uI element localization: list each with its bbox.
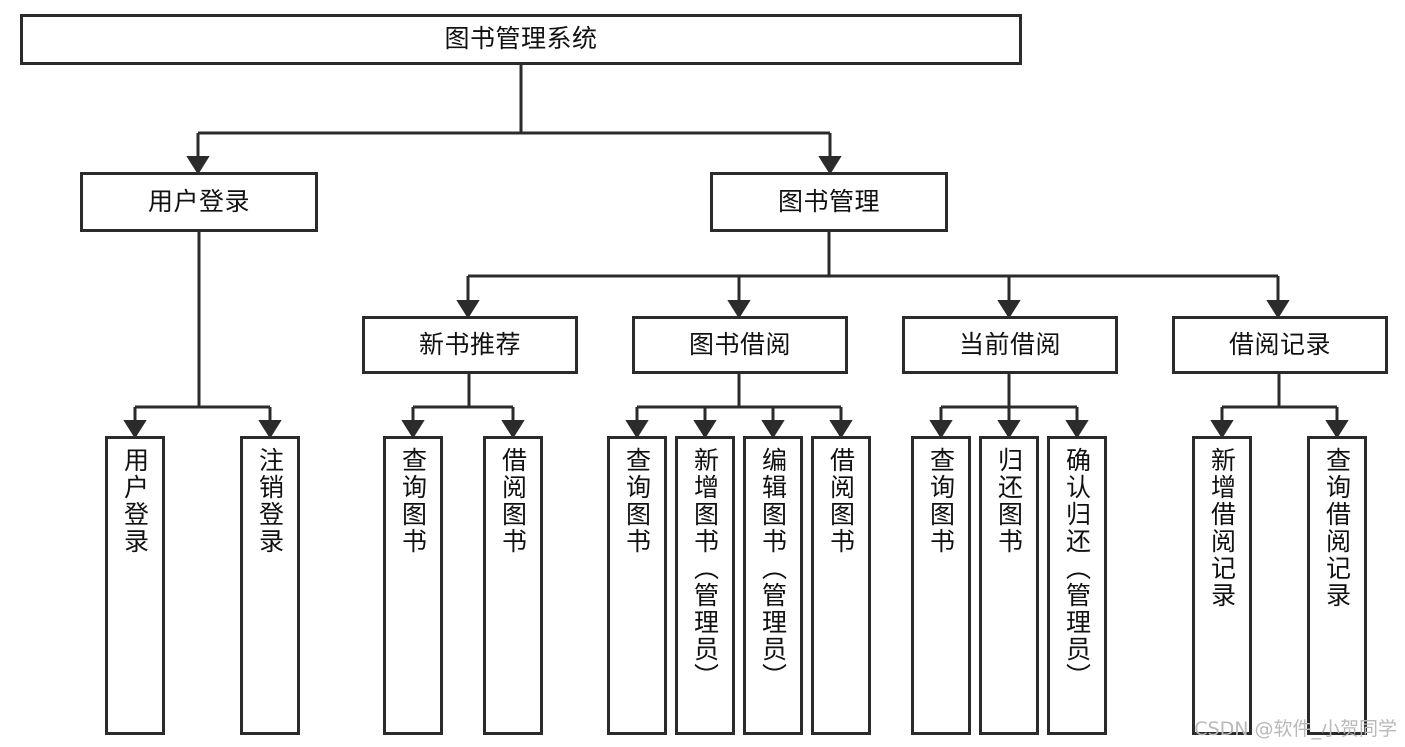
- node-leaf-confirm-return-label: 确认归还（管理员）: [1062, 447, 1092, 690]
- node-leaf-add-book[interactable]: 新增图书（管理员）: [675, 436, 735, 735]
- node-leaf-query-record-label: 查询借阅记录: [1322, 447, 1352, 609]
- node-leaf-add-record[interactable]: 新增借阅记录: [1192, 436, 1252, 735]
- node-current-borrow[interactable]: 当前借阅: [902, 316, 1118, 374]
- node-leaf-query-book-1[interactable]: 查询图书: [383, 436, 443, 735]
- node-book-manage-label: 图书管理: [777, 186, 880, 216]
- node-leaf-add-record-label: 新增借阅记录: [1207, 447, 1237, 609]
- node-leaf-return-book[interactable]: 归还图书: [979, 436, 1039, 735]
- node-leaf-user-logout[interactable]: 注销登录: [240, 436, 300, 735]
- node-leaf-edit-book[interactable]: 编辑图书（管理员）: [743, 436, 803, 735]
- node-root-label: 图书管理系统: [444, 24, 598, 54]
- node-leaf-query-book-3[interactable]: 查询图书: [911, 436, 971, 735]
- watermark-text: CSDN @软件_小贺同学: [1194, 718, 1397, 740]
- node-leaf-user-login-label: 用户登录: [120, 447, 150, 555]
- node-leaf-user-login[interactable]: 用户登录: [105, 436, 165, 735]
- node-leaf-borrow-book-2[interactable]: 借阅图书: [811, 436, 871, 735]
- node-book-borrow[interactable]: 图书借阅: [632, 316, 848, 374]
- node-user-login-label: 用户登录: [147, 186, 250, 216]
- node-leaf-borrow-book-1-label: 借阅图书: [498, 447, 528, 555]
- node-leaf-edit-book-label: 编辑图书（管理员）: [758, 447, 788, 690]
- node-leaf-query-book-1-label: 查询图书: [398, 447, 428, 555]
- node-leaf-borrow-book-1[interactable]: 借阅图书: [483, 436, 543, 735]
- node-leaf-query-book-2[interactable]: 查询图书: [607, 436, 667, 735]
- node-new-book-rec-label: 新书推荐: [418, 329, 521, 359]
- node-new-book-rec[interactable]: 新书推荐: [362, 316, 578, 374]
- node-leaf-user-logout-label: 注销登录: [255, 447, 285, 555]
- node-book-borrow-label: 图书借阅: [688, 329, 791, 359]
- node-leaf-borrow-book-2-label: 借阅图书: [826, 447, 856, 555]
- node-leaf-return-book-label: 归还图书: [994, 447, 1024, 555]
- node-leaf-query-record[interactable]: 查询借阅记录: [1307, 436, 1367, 735]
- node-leaf-query-book-3-label: 查询图书: [926, 447, 956, 555]
- node-book-manage[interactable]: 图书管理: [710, 172, 948, 232]
- node-borrow-record-label: 借阅记录: [1228, 329, 1331, 359]
- node-current-borrow-label: 当前借阅: [958, 329, 1061, 359]
- node-leaf-query-book-2-label: 查询图书: [622, 447, 652, 555]
- node-user-login[interactable]: 用户登录: [80, 172, 318, 232]
- node-borrow-record[interactable]: 借阅记录: [1172, 316, 1388, 374]
- node-leaf-add-book-label: 新增图书（管理员）: [690, 447, 720, 690]
- node-root[interactable]: 图书管理系统: [20, 14, 1022, 65]
- node-leaf-confirm-return[interactable]: 确认归还（管理员）: [1047, 436, 1107, 735]
